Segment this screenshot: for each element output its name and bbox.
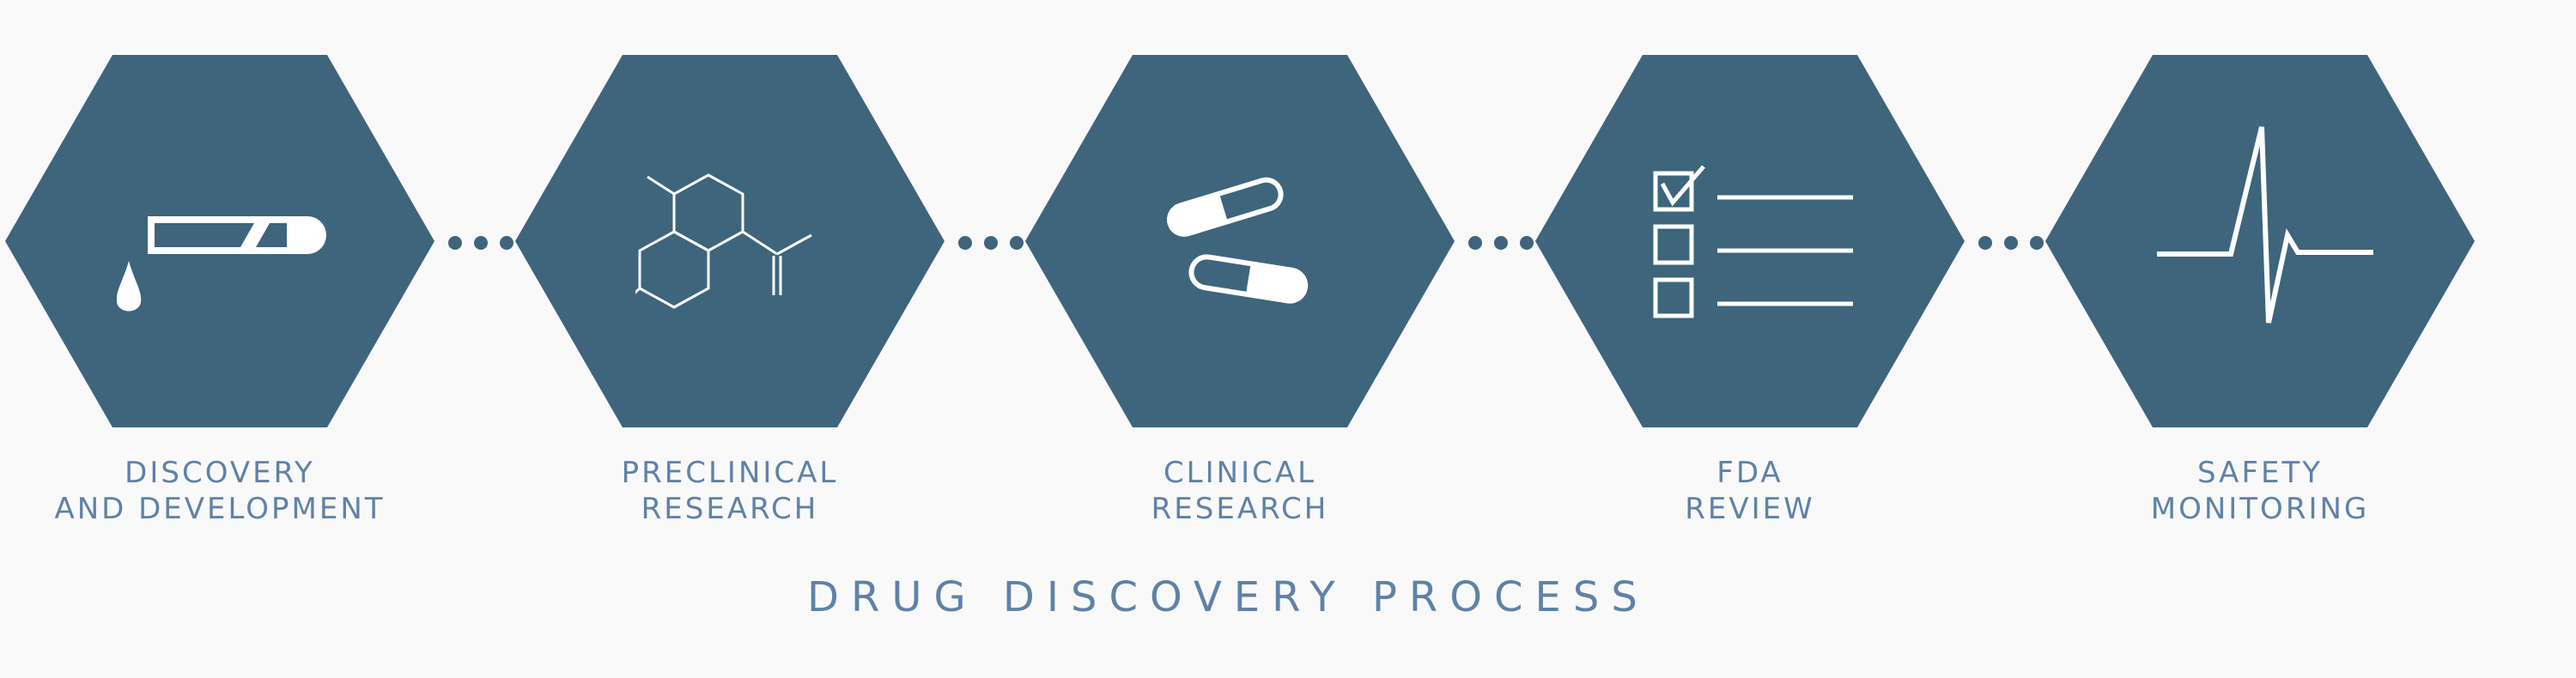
label-line: PRECLINICAL bbox=[621, 456, 839, 490]
pills-icon bbox=[1166, 177, 1309, 304]
step-label-safety-monitoring: SAFETY MONITORING bbox=[2045, 455, 2475, 527]
hexagon-shape bbox=[1535, 55, 1965, 427]
label-line: AND DEVELOPMENT bbox=[54, 492, 386, 526]
label-line: FDA bbox=[1716, 456, 1783, 490]
connector-dots bbox=[1978, 236, 2044, 250]
label-line: REVIEW bbox=[1685, 492, 1815, 526]
test-tube-dropper-icon bbox=[117, 216, 326, 312]
diagram-title: DRUG DISCOVERY PROCESS bbox=[807, 573, 1649, 621]
hexagon-shape bbox=[2045, 55, 2475, 427]
checklist-icon bbox=[1653, 165, 1853, 318]
label-line: CLINICAL bbox=[1163, 456, 1317, 490]
step-label-clinical: CLINICAL RESEARCH bbox=[1025, 455, 1455, 527]
step-preclinical-hexagon bbox=[515, 55, 945, 427]
step-clinical-hexagon bbox=[1025, 55, 1455, 427]
step-label-fda-review: FDA REVIEW bbox=[1535, 455, 1965, 527]
label-line: DISCOVERY bbox=[125, 456, 315, 490]
step-discovery-hexagon bbox=[5, 55, 434, 427]
step-label-discovery: DISCOVERY AND DEVELOPMENT bbox=[5, 455, 434, 527]
step-label-preclinical: PRECLINICAL RESEARCH bbox=[515, 455, 945, 527]
hexagon-shape bbox=[1025, 55, 1455, 427]
label-line: SAFETY bbox=[2196, 456, 2324, 490]
heartbeat-icon bbox=[2157, 126, 2373, 324]
hexagon-shape bbox=[515, 55, 945, 427]
step-safety-monitoring-hexagon bbox=[2045, 55, 2475, 427]
label-line: RESEARCH bbox=[1151, 492, 1329, 526]
connector-dots bbox=[448, 236, 513, 250]
connector-dots bbox=[958, 236, 1024, 250]
step-fda-review-hexagon bbox=[1535, 55, 1965, 427]
label-line: MONITORING bbox=[2150, 492, 2370, 526]
connector-dots bbox=[1468, 236, 1534, 250]
molecule-icon bbox=[635, 173, 812, 309]
label-line: RESEARCH bbox=[641, 492, 819, 526]
